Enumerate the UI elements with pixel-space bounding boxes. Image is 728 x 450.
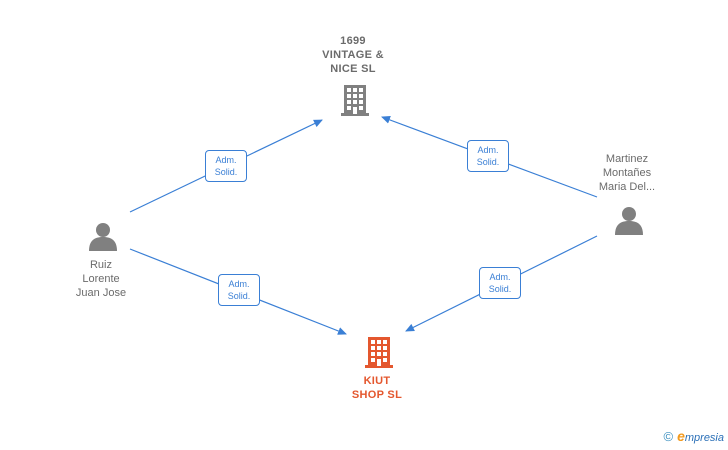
building-icon-main[interactable]	[365, 337, 393, 368]
edge-badge-line-1: Adm.	[489, 272, 511, 282]
brand-initial: e	[677, 428, 685, 444]
edge-badge-line-2: Solid.	[488, 284, 512, 294]
person-right-line-3: Maria Del...	[598, 181, 656, 193]
edge-badge-left-top[interactable]: Adm. Solid.	[205, 150, 247, 182]
person-label-left[interactable]: Ruiz Lorente Juan Jose	[55, 258, 147, 300]
person-left-line-3: Juan Jose	[75, 287, 127, 299]
company-label-top[interactable]: 1699 VINTAGE & NICE SL	[300, 34, 406, 76]
building-icon[interactable]	[338, 84, 369, 118]
company-top-line-1: 1699	[340, 35, 366, 47]
edge-badge-line-1: Adm.	[228, 279, 250, 289]
person-label-right[interactable]: Martinez Montañes Maria Del...	[578, 152, 676, 194]
edge-badge-line-1: Adm.	[215, 155, 237, 165]
copyright-icon: ©	[663, 429, 674, 444]
person-icon[interactable]	[89, 223, 117, 251]
edge-badge-right-main[interactable]: Adm. Solid.	[479, 267, 521, 299]
edge-badge-line-1: Adm.	[477, 145, 499, 155]
brand-name: mpresia	[684, 432, 724, 444]
company-label-main[interactable]: KIUT SHOP SL	[326, 374, 428, 402]
company-top-line-3: NICE SL	[330, 63, 376, 75]
brand-footer: ©empresia	[663, 428, 724, 444]
edge-badge-left-main[interactable]: Adm. Solid.	[218, 274, 260, 306]
person-left-line-1: Ruiz	[89, 259, 112, 271]
person-icon[interactable]	[615, 207, 643, 235]
edge-badge-line-2: Solid.	[214, 167, 238, 177]
company-main-line-2: SHOP SL	[351, 389, 403, 401]
edge-badge-line-2: Solid.	[476, 157, 500, 167]
edge-badge-right-top[interactable]: Adm. Solid.	[467, 140, 509, 172]
company-main-line-1: KIUT	[363, 375, 391, 387]
person-left-line-2: Lorente	[82, 273, 120, 285]
edge-badge-line-2: Solid.	[227, 291, 251, 301]
company-top-line-2: VINTAGE &	[322, 49, 384, 61]
person-right-line-1: Martinez	[605, 153, 649, 165]
person-right-line-2: Montañes	[602, 167, 652, 179]
